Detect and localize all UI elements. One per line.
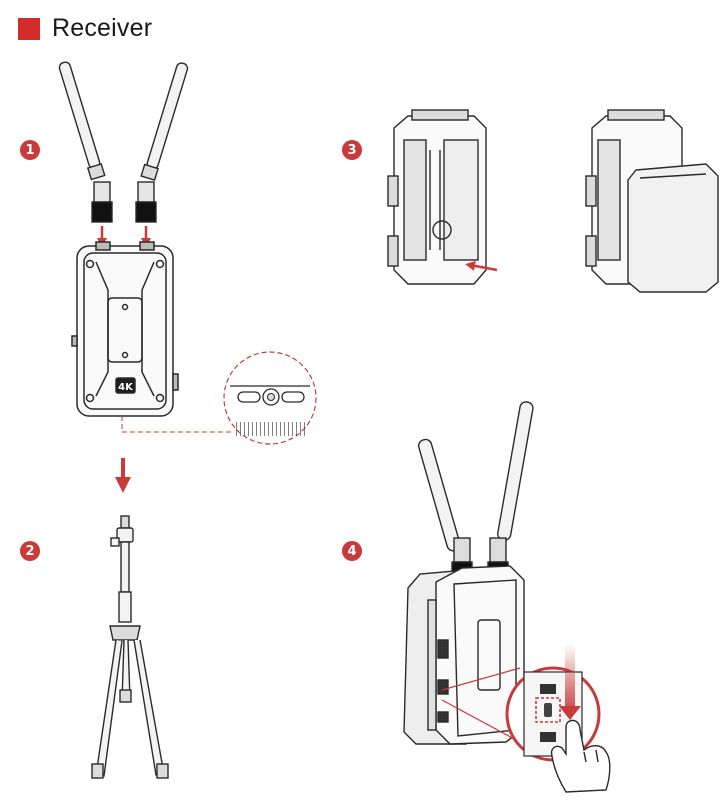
magnifier-callout-icon-switch	[505, 666, 601, 762]
antenna-icon-left	[58, 61, 113, 223]
magnifier-callout-connector	[441, 667, 521, 741]
receiver-device-icon-mounted	[403, 565, 525, 745]
heading-marker-square	[18, 17, 40, 40]
hand-pointer-icon	[550, 719, 611, 793]
arrow-left-icon-battery	[465, 260, 498, 272]
section-heading: Receiver	[18, 14, 152, 43]
page-title: Receiver	[52, 14, 153, 42]
step-1-badge: 1	[20, 140, 40, 160]
step-3-badge: 3	[342, 140, 362, 160]
receiver-device-icon	[71, 241, 179, 417]
tripod-icon	[91, 515, 169, 779]
receiver-device-icon-with-battery	[585, 109, 683, 285]
receiver-device-icon-rear	[387, 109, 487, 285]
antenna-icon-step4-left	[417, 438, 473, 585]
press-indicator-bar	[565, 644, 575, 708]
arrow-down-icon-press	[559, 706, 581, 720]
magnifier-callout-icon-mount	[121, 351, 317, 445]
step-4-badge: 4	[342, 541, 362, 561]
antenna-icon-right	[135, 62, 189, 223]
device-badge-label: 4K	[118, 382, 134, 393]
step-2-badge: 2	[20, 541, 40, 561]
antenna-icon-step4-right	[487, 401, 534, 585]
battery-icon	[627, 163, 719, 293]
